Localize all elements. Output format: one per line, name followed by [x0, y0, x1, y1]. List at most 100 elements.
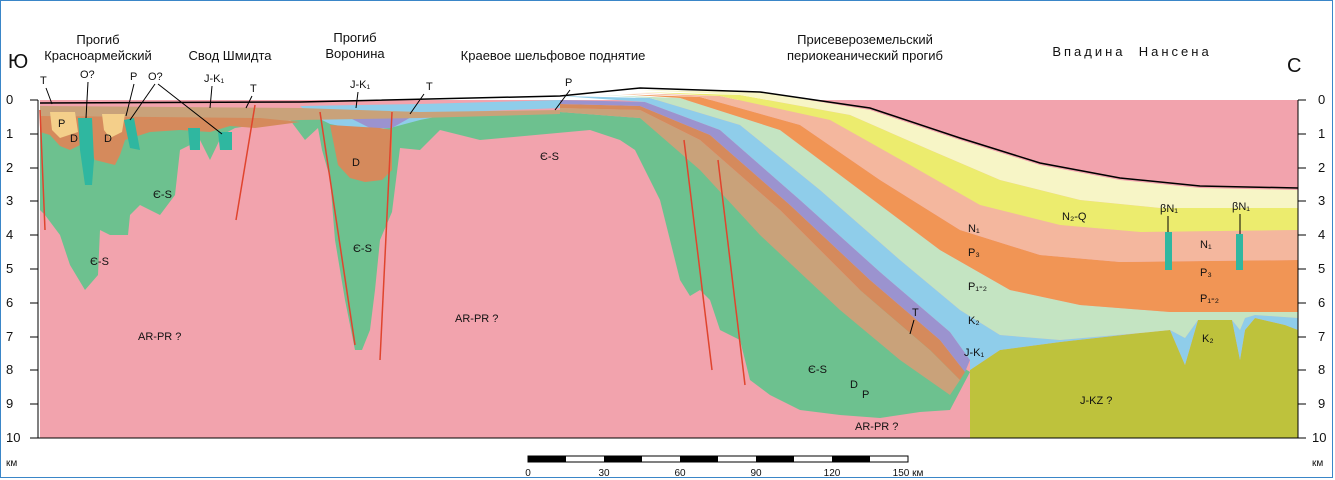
ordovician-lens-4 — [218, 132, 232, 150]
right-ticks — [1298, 99, 1306, 439]
title-svod-shmidta: Свод Шмидта — [188, 48, 272, 63]
formation-p-2: P — [862, 389, 869, 401]
pointer-formation-t — [909, 319, 915, 335]
formation-n2q: N₂-Q — [1062, 211, 1087, 223]
left-tick-5: 5 — [6, 261, 13, 276]
left-tick-9: 9 — [6, 396, 13, 411]
left-tick-7: 7 — [6, 329, 13, 344]
top-label-jk1-a: J-K₁ — [204, 73, 225, 85]
left-tick-2: 2 — [6, 160, 13, 175]
formation-p3-2: P₃ — [1200, 267, 1212, 279]
sea-floor-line — [39, 87, 1299, 189]
formation-d-4: D — [850, 379, 858, 391]
formation-k2-2: K₂ — [1202, 333, 1214, 345]
formation-k2-1: K₂ — [968, 315, 980, 327]
pointer-t2 — [245, 95, 253, 109]
title-priseverozemelsky-1: Присевероземельский — [797, 32, 933, 47]
p3-layer — [630, 93, 1298, 262]
scale-tick-30: 30 — [598, 468, 610, 479]
direction-south: Ю — [8, 51, 28, 73]
formation-n1-1: N₁ — [968, 223, 980, 235]
ordovician-lens-1 — [78, 118, 94, 185]
title-trough-voronina-2: Воронина — [325, 46, 385, 61]
n1-layer — [640, 92, 1298, 232]
formation-bn1-1: βN₁ — [1160, 203, 1178, 215]
left-unit: км — [6, 458, 17, 469]
left-tick-6: 6 — [6, 295, 13, 310]
formation-d-2: D — [104, 133, 112, 145]
formation-p3-1: P₃ — [968, 247, 980, 259]
dyke-2 — [1236, 234, 1243, 270]
formation-n1-2: N₁ — [1200, 239, 1212, 251]
fault-5 — [683, 139, 713, 371]
pointer-o2b — [157, 83, 223, 135]
left-tick-4: 4 — [6, 227, 13, 242]
formation-t: T — [912, 307, 919, 319]
n2q-layer — [640, 90, 1298, 208]
direction-north: С — [1287, 55, 1301, 77]
right-tick-8: 8 — [1318, 362, 1325, 377]
fault-4 — [379, 111, 393, 361]
right-tick-3: 3 — [1318, 193, 1325, 208]
formation-jk1: J-K₁ — [964, 347, 985, 359]
jkz-layer — [970, 318, 1298, 438]
pointer-o1 — [85, 81, 89, 119]
fault-6 — [717, 159, 746, 386]
left-ticks — [30, 99, 38, 439]
left-tick-3: 3 — [6, 193, 13, 208]
title-priseverozemelsky-2: периокеанический прогиб — [787, 48, 943, 63]
ordovician-lens-3 — [188, 128, 200, 150]
scale-tick-150: 150 км — [893, 468, 924, 479]
formation-p12-1: P₁-₂ — [968, 281, 987, 293]
title-trough-krasnoarmeisky-1: Прогиб — [76, 32, 119, 47]
top-label-o2: O? — [148, 71, 163, 83]
right-tick-2: 2 — [1318, 160, 1325, 175]
left-tick-0: 0 — [6, 92, 13, 107]
pointer-p — [125, 83, 135, 117]
scale-tick-60: 60 — [674, 468, 686, 479]
pointer-jk1-a — [209, 85, 213, 109]
permian-center — [102, 114, 125, 138]
scale-tick-90: 90 — [750, 468, 762, 479]
title-trough-voronina-1: Прогиб — [333, 30, 376, 45]
fault-2 — [235, 104, 256, 221]
top-label-p2: P — [565, 77, 572, 89]
formation-arpr-1: AR-PR ? — [138, 331, 181, 343]
formation-d-1: D — [70, 133, 78, 145]
title-trough-krasnoarmeisky-2: Красноармейский — [44, 48, 152, 63]
top-label-p: P — [130, 71, 137, 83]
formation-p-1: P — [58, 118, 65, 130]
formation-arpr-3: AR-PR ? — [855, 421, 898, 433]
formation-cs-4: Є-S — [540, 151, 559, 163]
right-tick-10: 10 — [1312, 430, 1326, 445]
left-tick-8: 8 — [6, 362, 13, 377]
right-tick-6: 6 — [1318, 295, 1325, 310]
title-kraevoe: Краевое шельфовое поднятие — [461, 48, 646, 63]
left-tick-1: 1 — [6, 126, 13, 141]
permian-left — [50, 112, 78, 138]
pointer-t3 — [409, 93, 425, 115]
pointer-p2 — [554, 89, 571, 111]
k2-layer — [600, 95, 1298, 340]
formation-d-3: D — [352, 157, 360, 169]
p12-layer — [620, 94, 1298, 312]
formation-p12-2: P₁-₂ — [1200, 293, 1219, 305]
right-tick-0: 0 — [1318, 92, 1325, 107]
top-label-t1: T — [40, 75, 47, 87]
scale-bar — [527, 455, 909, 463]
pointer-jk1-b — [355, 91, 359, 109]
devonian-voronina — [330, 125, 392, 182]
fault-1 — [39, 109, 46, 231]
top-label-t3: T — [426, 81, 433, 93]
dyke-1 — [1165, 232, 1172, 270]
formation-cs-5: Є-S — [808, 364, 827, 376]
formation-arpr-2: AR-PR ? — [455, 313, 498, 325]
fault-3 — [319, 111, 356, 346]
formation-cs-1: Є-S — [90, 256, 109, 268]
top-label-t2: T — [250, 83, 257, 95]
ordovician-lens-2 — [124, 118, 140, 150]
top-label-jk1-b: J-K₁ — [350, 79, 371, 91]
scale-tick-120: 120 — [824, 468, 841, 479]
formation-cs-3: Є-S — [353, 243, 372, 255]
